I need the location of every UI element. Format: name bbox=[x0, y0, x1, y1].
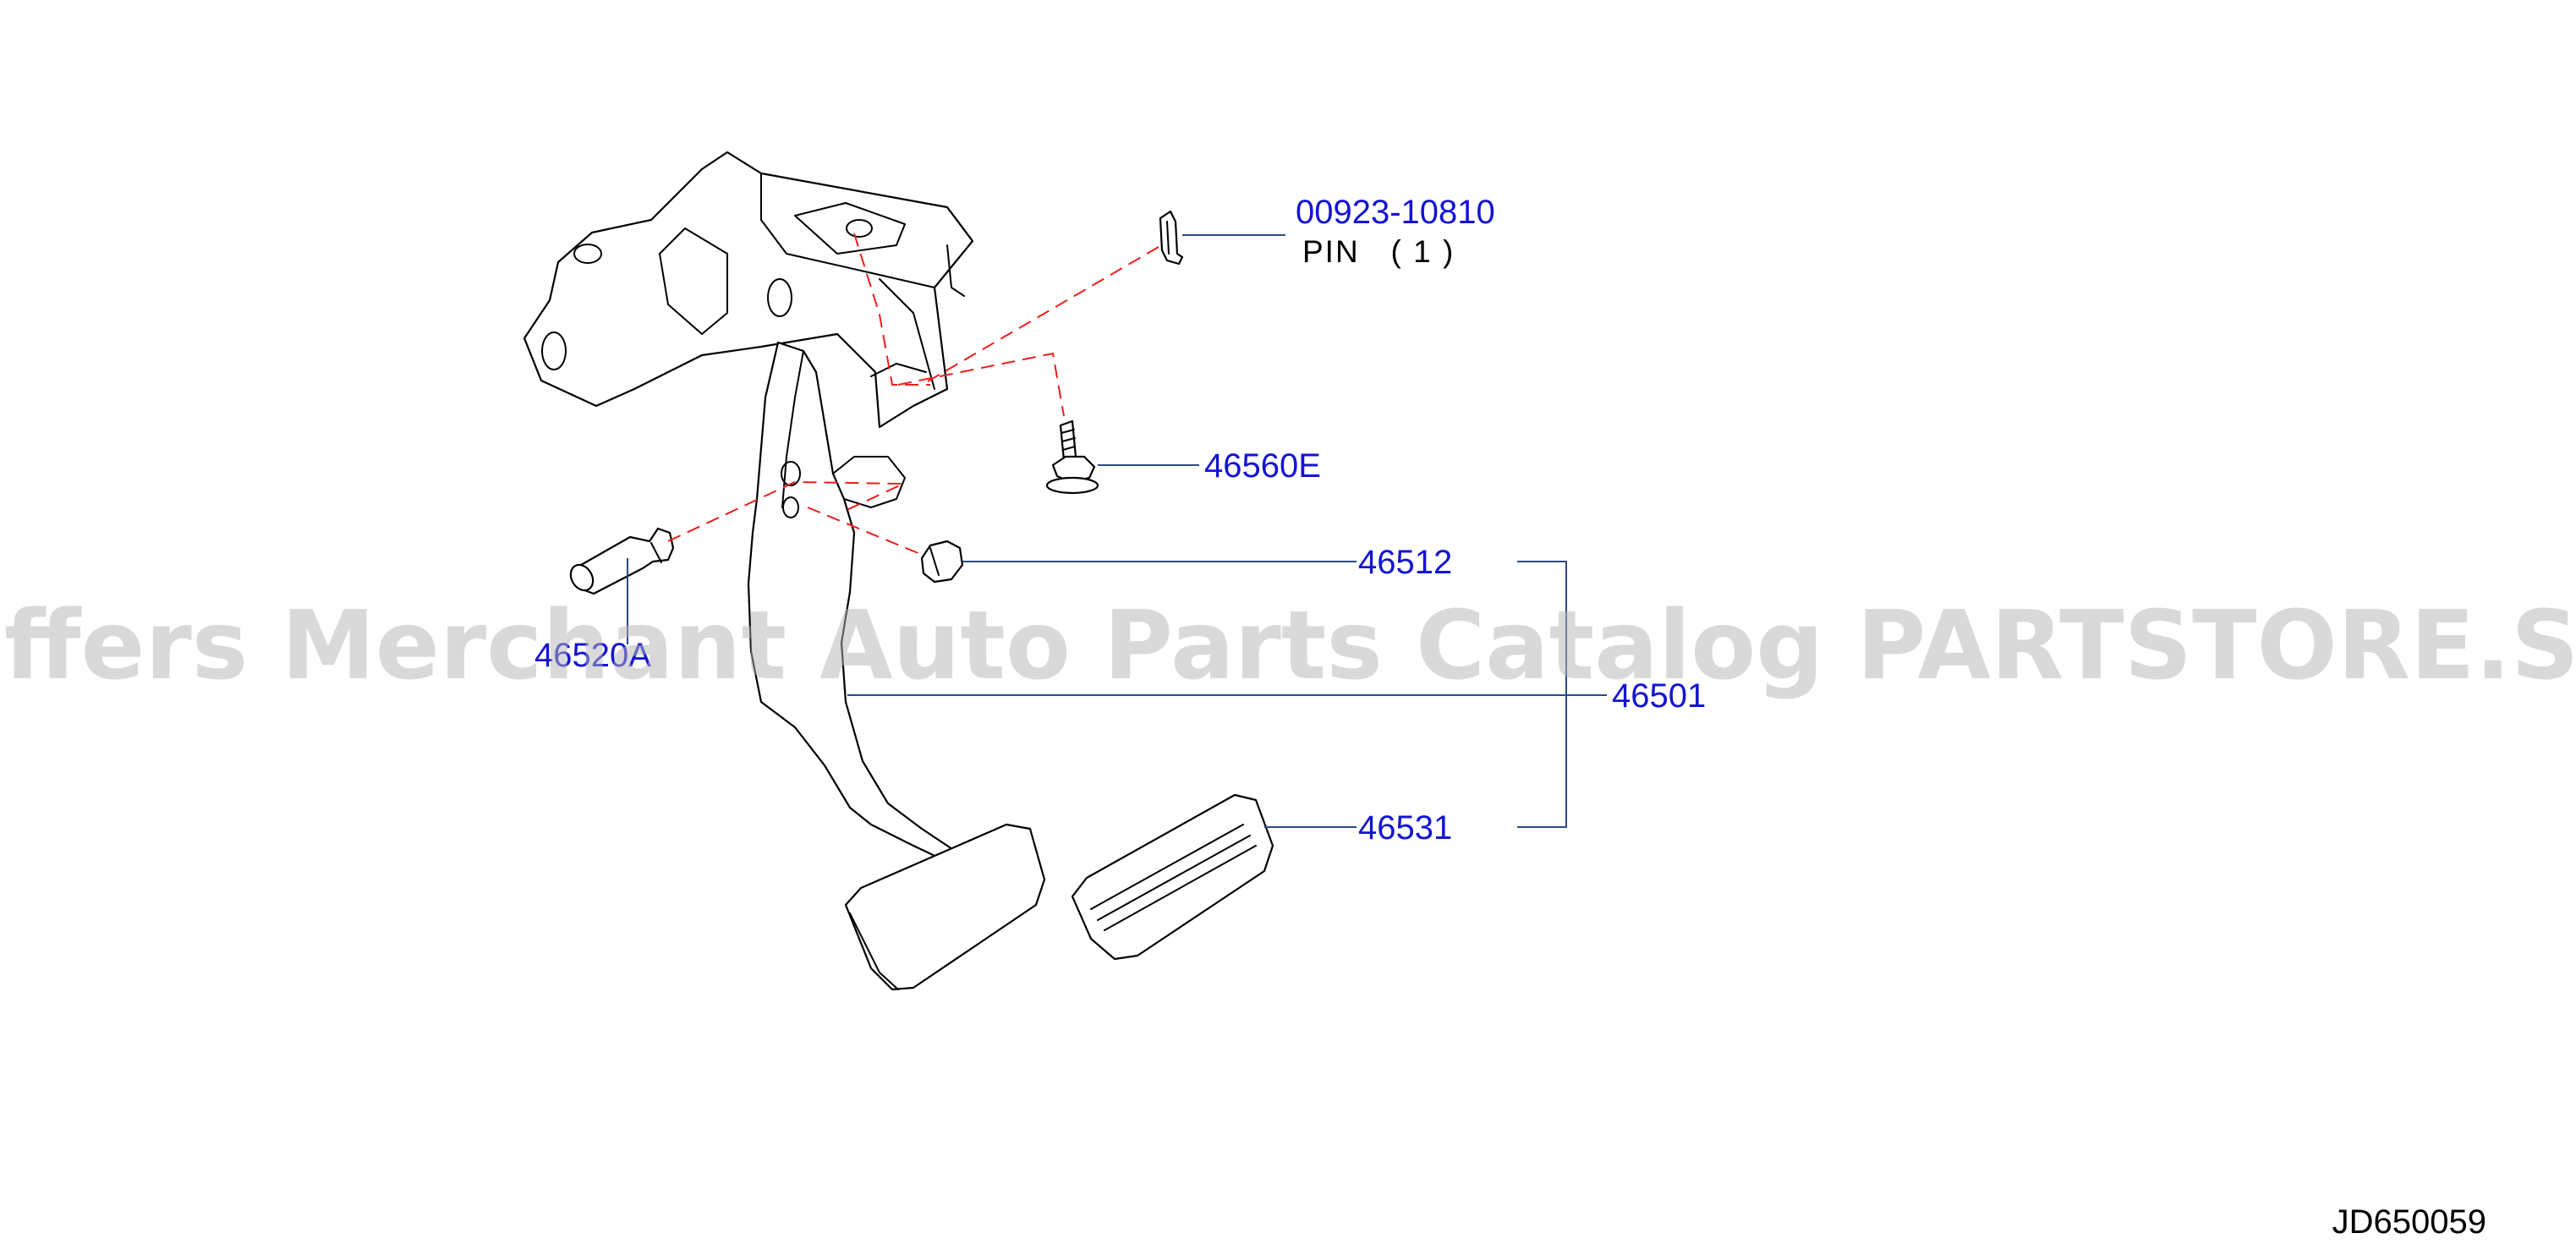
callout-pin-description: PIN ( 1 ) bbox=[1302, 234, 1455, 269]
dashed-line-bolt bbox=[897, 352, 1065, 417]
callout-bolt: 46560E bbox=[1204, 447, 1321, 485]
dashed-line-pin-b bbox=[853, 233, 930, 386]
callout-pin-part-number: 00923-10810 bbox=[1296, 194, 1495, 231]
assembly-dashed-lines bbox=[667, 233, 1159, 555]
pedal-mounting-bracket bbox=[523, 151, 974, 429]
dashed-line-pin-a bbox=[921, 246, 1159, 386]
stopper-part bbox=[920, 540, 964, 584]
reference-code: JD650059 bbox=[2332, 1203, 2486, 1241]
clevis-pin-part bbox=[569, 527, 675, 595]
dashed-line-clevis bbox=[667, 480, 904, 542]
leader-lines bbox=[627, 234, 1607, 828]
pin-part bbox=[1159, 210, 1184, 266]
assembly-bracket bbox=[1517, 561, 1567, 828]
bolt-part bbox=[1045, 419, 1099, 495]
pedal-pad-loose bbox=[1071, 793, 1274, 961]
callout-pad: 46531 bbox=[1358, 809, 1452, 847]
pedal-pad-installed bbox=[844, 823, 1046, 991]
callout-stopper: 46512 bbox=[1358, 544, 1452, 581]
callout-clevis-pin: 46520A bbox=[534, 637, 651, 674]
watermark-text: Offers Merchant Auto Parts Catalog PARTS… bbox=[0, 591, 2576, 701]
callout-pedal-assy: 46501 bbox=[1612, 677, 1706, 715]
